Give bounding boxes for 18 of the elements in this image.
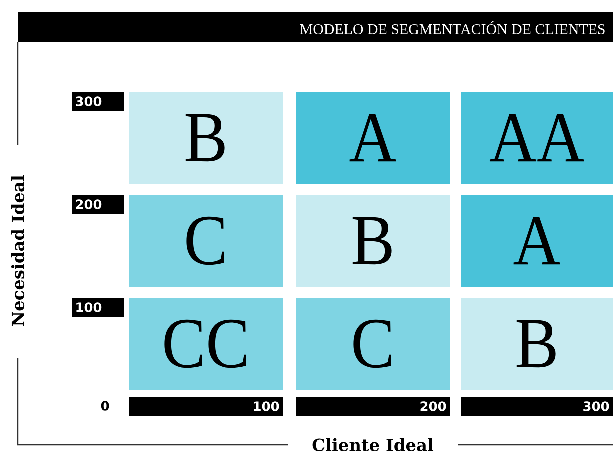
segment-cell: CC: [129, 298, 283, 390]
tick-label: 200: [296, 397, 450, 416]
tick-label: 0: [101, 401, 110, 411]
tick-label: 100: [72, 298, 124, 317]
tick-label: 300: [72, 92, 124, 111]
segment-cell: C: [129, 195, 283, 287]
segment-cell: A: [296, 92, 450, 184]
segment-cell: A: [461, 195, 613, 287]
segment-cell: C: [296, 298, 450, 390]
segment-cell: B: [129, 92, 283, 184]
segment-cell: B: [461, 298, 613, 390]
tick-label: 100: [129, 397, 283, 416]
title-bar: MODELO DE SEGMENTACIÓN DE CLIENTES: [18, 12, 613, 42]
segment-cell: B: [296, 195, 450, 287]
axis-title: Necesidad Ideal: [11, 176, 25, 326]
tick-label: 300: [461, 397, 613, 416]
segment-cell: AA: [461, 92, 613, 184]
tick-label: 200: [72, 195, 124, 214]
